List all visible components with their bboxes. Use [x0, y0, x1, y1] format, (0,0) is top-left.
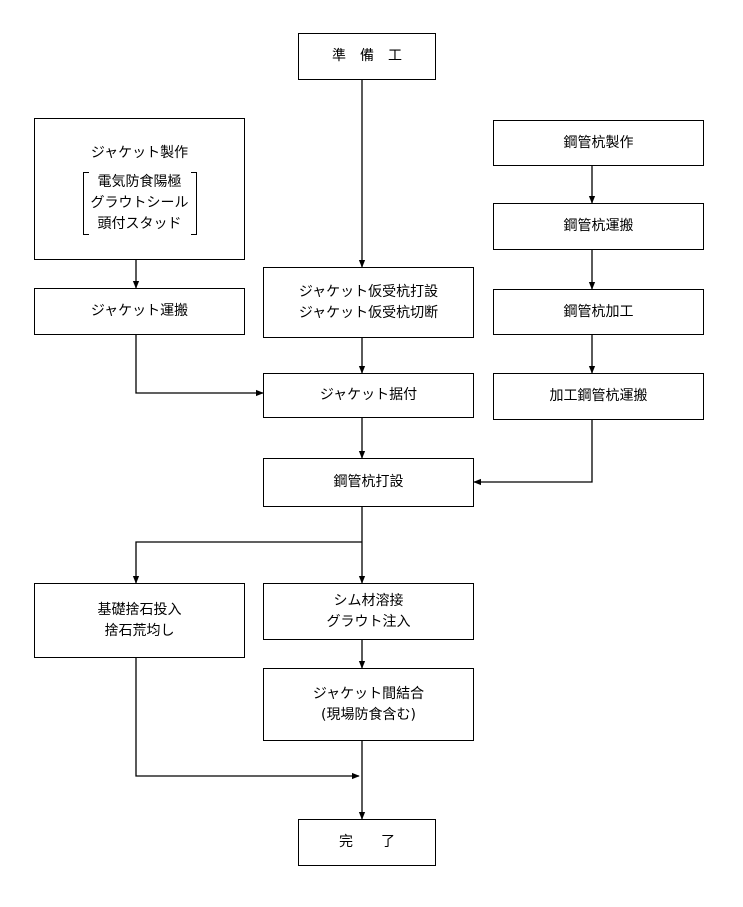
node-jacket-install-label: ジャケット据付 — [319, 387, 418, 403]
node-temp-pile-line1: ジャケット仮受杭打設 — [298, 283, 439, 300]
right-bracket — [190, 172, 197, 235]
node-jacket-transport: ジャケット運搬 — [34, 288, 245, 335]
node-shim-grout: シム材溶接 グラウト注入 — [263, 583, 474, 640]
component-anode: 電気防食陽極 — [97, 174, 182, 190]
node-rubble: 基礎捨石投入 捨石荒均し — [34, 583, 245, 658]
component-grout-seal: グラウトシール — [90, 195, 189, 211]
node-prep-label: 準 備 工 — [332, 48, 402, 64]
node-temp-pile-line2: ジャケット仮受杭切断 — [298, 304, 439, 321]
node-pile-process: 鋼管杭加工 — [493, 289, 704, 335]
component-stud: 頭付スタッド — [97, 216, 182, 232]
arrow-pile-drive-to-rubble — [132, 541, 362, 584]
node-shim-grout-line2: グラウト注入 — [326, 613, 411, 630]
node-jacket-connect-line1: ジャケット間結合 — [312, 685, 425, 702]
arrow-jacket-transport-to-install — [135, 335, 264, 397]
node-complete: 完 了 — [298, 819, 436, 866]
node-processed-pile-transport-label: 加工鋼管杭運搬 — [549, 388, 648, 404]
node-temp-pile: ジャケット仮受杭打設 ジャケット仮受杭切断 — [263, 267, 474, 338]
node-pile-transport: 鋼管杭運搬 — [493, 203, 704, 250]
node-pile-make: 鋼管杭製作 — [493, 120, 704, 166]
node-rubble-line1: 基礎捨石投入 — [97, 601, 182, 618]
node-jacket-install: ジャケット据付 — [263, 373, 474, 418]
left-bracket — [82, 172, 89, 235]
node-shim-grout-line1: シム材溶接 — [333, 592, 404, 609]
node-pile-process-label: 鋼管杭加工 — [563, 303, 634, 320]
node-rubble-line2: 捨石荒均し — [104, 622, 175, 639]
node-processed-pile-transport: 加工鋼管杭運搬 — [493, 373, 704, 420]
jacket-make-components: 電気防食陽極 グラウトシール 頭付スタッド — [82, 172, 197, 235]
arrow-rubble-to-complete-merge — [135, 658, 360, 780]
arrow-processed-transport-to-pile-drive — [473, 420, 593, 486]
node-prep: 準 備 工 — [298, 33, 436, 80]
node-jacket-make: ジャケット製作 電気防食陽極 グラウトシール 頭付スタッド — [34, 118, 245, 260]
node-jacket-connect: ジャケット間結合 (現場防食含む) — [263, 668, 474, 741]
node-jacket-connect-line2: (現場防食含む) — [321, 706, 416, 723]
node-complete-label: 完 了 — [339, 834, 395, 850]
node-pile-drive-label: 鋼管杭打設 — [333, 474, 404, 490]
node-pile-drive: 鋼管杭打設 — [263, 458, 474, 507]
node-pile-make-label: 鋼管杭製作 — [563, 134, 634, 151]
node-jacket-transport-label: ジャケット運搬 — [90, 303, 189, 319]
node-jacket-make-title: ジャケット製作 — [90, 145, 189, 161]
node-pile-transport-label: 鋼管杭運搬 — [563, 218, 634, 234]
